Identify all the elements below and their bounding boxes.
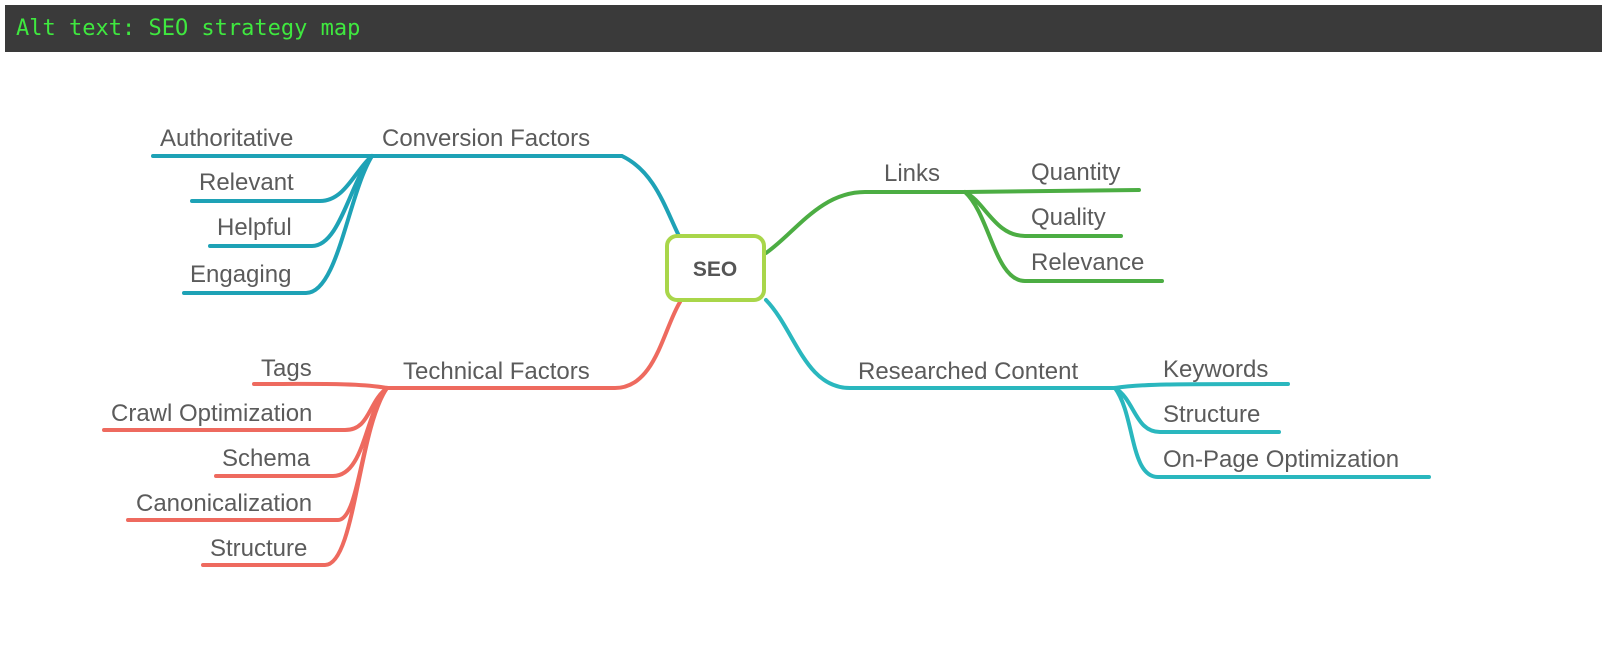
connector-center-to-links (764, 190, 967, 255)
center-node-label: SEO (693, 258, 737, 281)
connector-engaging (182, 154, 374, 295)
connector-quantity (963, 188, 1141, 194)
node-researched-content: Researched Content (858, 358, 1078, 385)
center-node-box (665, 234, 766, 302)
node-quantity: Quantity (1031, 159, 1120, 186)
alt-text-bar: Alt text: SEO strategy map (5, 5, 1602, 52)
node-crawl-optimization: Crawl Optimization (111, 400, 312, 427)
connector-center-to-technical-factors (385, 300, 682, 390)
node-authoritative: Authoritative (160, 125, 293, 152)
alt-text-label: Alt text: SEO strategy map (16, 16, 361, 41)
node-links: Links (884, 160, 940, 187)
node-relevance: Relevance (1031, 249, 1144, 276)
node-tags: Tags (261, 355, 312, 382)
node-helpful: Helpful (217, 214, 292, 241)
branch-links: Links Quantity Quality Relevance (764, 159, 1164, 283)
node-conversion-factors: Conversion Factors (382, 125, 590, 152)
center-node: SEO (665, 234, 766, 302)
connector-tags (252, 381, 389, 390)
branch-conversion-factors: Conversion Factors Authoritative Relevan… (151, 125, 682, 295)
node-on-page-optimization: On-Page Optimization (1163, 446, 1399, 473)
node-schema: Schema (222, 445, 311, 472)
branch-researched-content: Researched Content Keywords Structure On… (764, 298, 1431, 479)
connector-structure-content (1113, 386, 1281, 434)
branch-technical-factors: Technical Factors Tags Crawl Optimizatio… (102, 300, 682, 567)
node-technical-factors: Technical Factors (403, 358, 590, 385)
connector-relevance (963, 190, 1164, 283)
node-structure-technical: Structure (210, 535, 307, 562)
node-keywords: Keywords (1163, 356, 1268, 383)
connector-structure-technical (201, 386, 389, 567)
connector-keywords (1113, 382, 1290, 390)
node-relevant: Relevant (199, 169, 294, 196)
connector-center-to-researched-content (764, 298, 1117, 390)
node-canonicalization: Canonicalization (136, 490, 312, 517)
node-engaging: Engaging (190, 261, 291, 288)
connector-center-to-conversion-factors (370, 154, 682, 240)
node-structure-content: Structure (1163, 401, 1260, 428)
node-quality: Quality (1031, 204, 1106, 231)
connector-on-page-optimization (1113, 386, 1431, 479)
